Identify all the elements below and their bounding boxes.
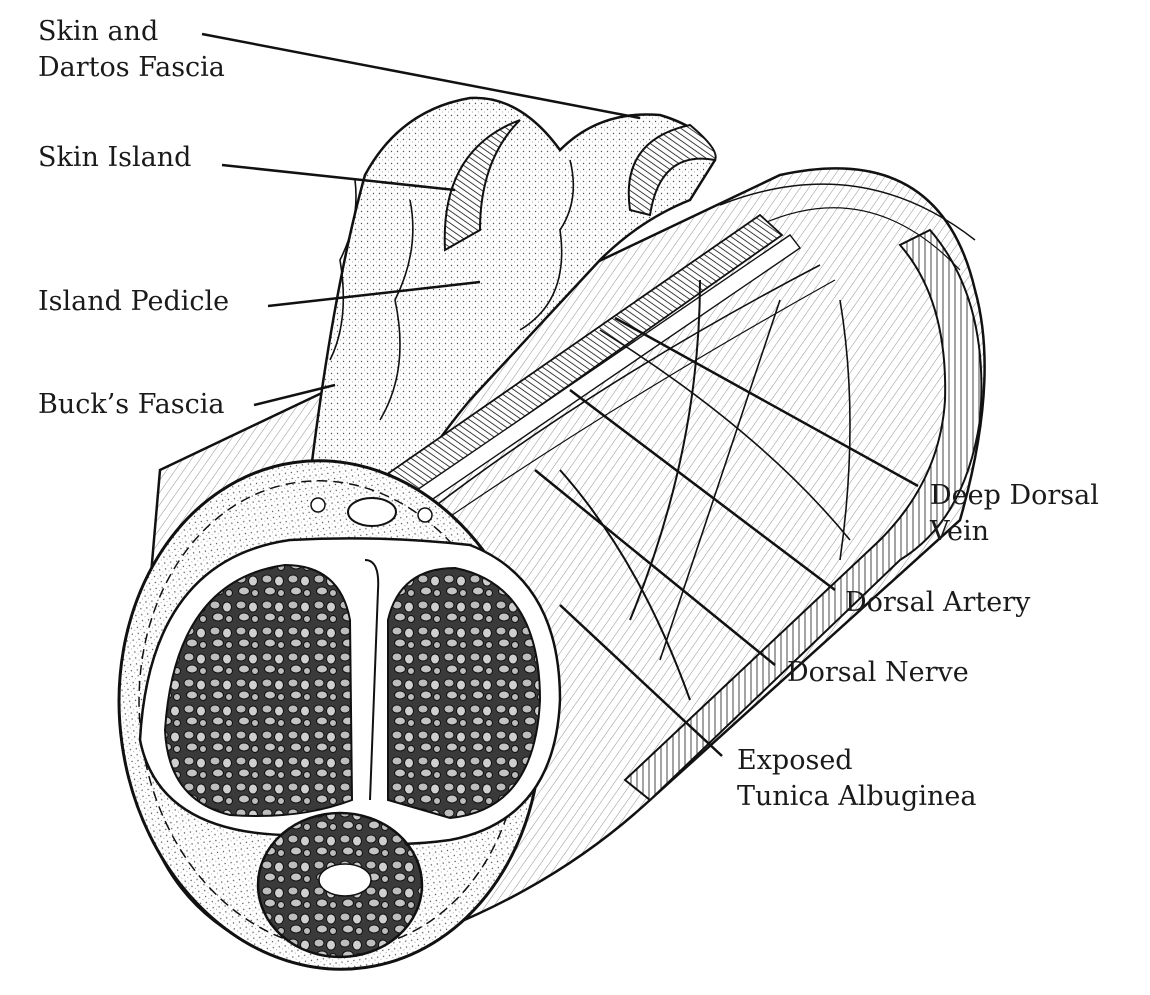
label-tunica: Exposed Tunica Albuginea [737, 743, 976, 815]
label-deep-dorsal-vein-line2: Vein [930, 514, 1099, 550]
leader-skin-dartos [202, 34, 640, 118]
label-skin-dartos: Skin and Dartos Fascia [38, 14, 225, 86]
label-deep-dorsal-vein-line1: Deep Dorsal [930, 478, 1099, 514]
label-island-pedicle: Island Pedicle [38, 284, 229, 320]
label-bucks-fascia: Buck’s Fascia [38, 387, 224, 423]
label-skin-island: Skin Island [38, 140, 191, 176]
label-deep-dorsal-vein: Deep Dorsal Vein [930, 478, 1099, 550]
label-tunica-line2: Tunica Albuginea [737, 779, 976, 815]
label-tunica-line1: Exposed [737, 743, 976, 779]
label-dorsal-artery: Dorsal Artery [845, 585, 1030, 621]
label-skin-dartos-line1: Skin and [38, 14, 225, 50]
label-dorsal-nerve: Dorsal Nerve [787, 655, 969, 691]
label-skin-dartos-line2: Dartos Fascia [38, 50, 225, 86]
